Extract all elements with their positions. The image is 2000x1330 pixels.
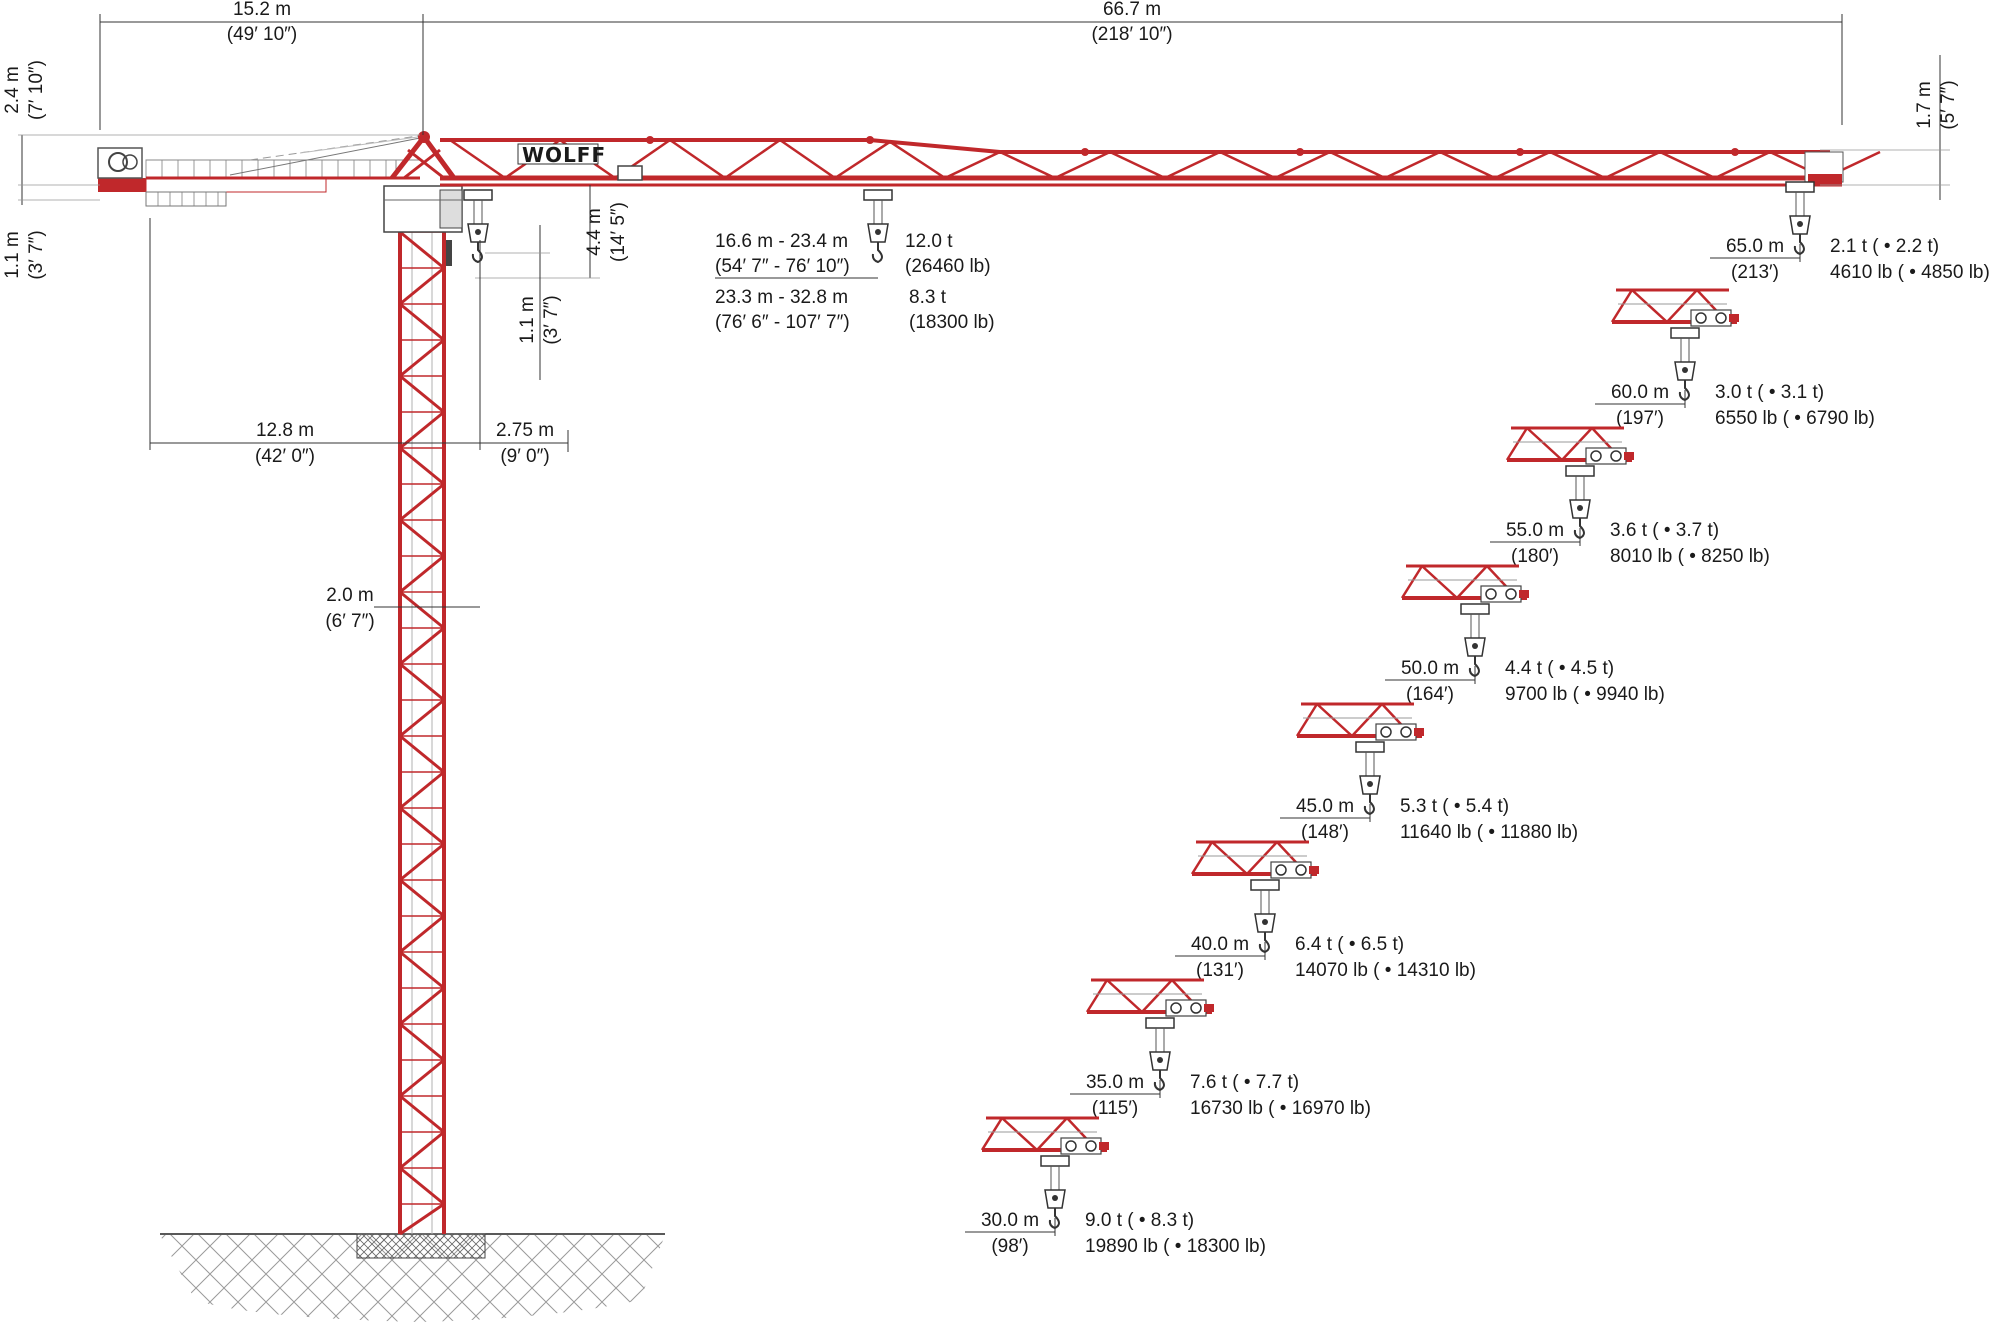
head-height-m: 2.4 m xyxy=(2,66,23,114)
counter-jib xyxy=(97,134,426,207)
config-load-t: 6.4 t ( • 6.5 t) xyxy=(1295,934,1404,955)
hook-block xyxy=(1565,465,1595,540)
config-radius-ft: (180′) xyxy=(1511,546,1559,567)
config-load-lb: 8010 lb ( • 8250 lb) xyxy=(1610,546,1770,567)
config-radius-m: 40.0 m xyxy=(1191,934,1249,955)
config-radius-ft: (197′) xyxy=(1616,408,1664,429)
config-load-lb: 11640 lb ( • 11880 lb) xyxy=(1400,822,1578,843)
hook-block xyxy=(1145,1017,1175,1092)
dimension-lines xyxy=(18,14,1950,608)
tail-radius-ft: (42′ 0″) xyxy=(255,446,315,467)
jib-configurations: 65.0 m (213′) 2.1 t ( • 2.2 t) 4610 lb ( • … xyxy=(965,236,1990,1257)
brand-plate xyxy=(517,143,599,165)
jib-config: 50.0 m (164′) 4.4 t ( • 4.5 t) 9700 lb ( • … xyxy=(1385,564,1665,705)
config-load-t: 5.3 t ( • 5.4 t) xyxy=(1400,796,1509,817)
hoist-winch xyxy=(108,152,128,172)
jib-config: 60.0 m (197′) 3.0 t ( • 3.1 t) 6550 lb ( • … xyxy=(1595,288,1875,429)
hook-clearance-ft: (14′ 5″) xyxy=(608,202,629,262)
cab-offset-ft: (9′ 0″) xyxy=(500,446,549,467)
hook-block xyxy=(463,189,493,264)
cab-drop-ft: (3′ 7″) xyxy=(541,295,562,344)
brand-logo-text: WOLFF xyxy=(522,143,606,167)
config-load-lb: 9700 lb ( • 9940 lb) xyxy=(1505,684,1665,705)
max-load-lb-2: (18300 lb) xyxy=(909,312,995,333)
hook-block xyxy=(1785,181,1815,256)
tail-radius-m: 12.8 m xyxy=(256,420,314,441)
max-load-range-ft-2: (76′ 6″ - 107′ 7″) xyxy=(715,312,850,333)
config-radius-m: 45.0 m xyxy=(1296,796,1354,817)
max-load-range-ft-1: (54′ 7″ - 76′ 10″) xyxy=(715,256,850,277)
max-load-t-2: 8.3 t xyxy=(909,287,947,308)
max-load-lb-1: (26460 lb) xyxy=(905,256,991,277)
config-load-lb: 19890 lb ( • 18300 lb) xyxy=(1085,1236,1266,1257)
config-load-t: 3.6 t ( • 3.7 t) xyxy=(1610,520,1719,541)
config-radius-m: 65.0 m xyxy=(1726,236,1784,257)
hook-block xyxy=(1355,741,1385,816)
dimension-labels: 15.2 m (49′ 10″) 66.7 m (218′ 10″) 2.4 m… xyxy=(2,0,1959,632)
config-load-t: 4.4 t ( • 4.5 t) xyxy=(1505,658,1614,679)
operator-cab xyxy=(383,185,463,266)
hook-block xyxy=(1040,1155,1070,1230)
config-radius-m: 35.0 m xyxy=(1086,1072,1144,1093)
counter-jib-length-ft: (49′ 10″) xyxy=(227,24,298,45)
max-load-t-1: 12.0 t xyxy=(905,231,953,252)
hook-block xyxy=(863,189,893,264)
config-load-t: 7.6 t ( • 7.7 t) xyxy=(1190,1072,1299,1093)
jib-depth-ft: (3′ 7″) xyxy=(26,230,47,279)
config-radius-ft: (115′) xyxy=(1092,1098,1139,1119)
hook-clearance-m: 4.4 m xyxy=(584,208,605,256)
config-load-lb: 4610 lb ( • 4850 lb) xyxy=(1830,262,1990,283)
config-radius-m: 60.0 m xyxy=(1611,382,1669,403)
main-jib-hooks xyxy=(463,181,1815,264)
config-load-t: 2.1 t ( • 2.2 t) xyxy=(1830,236,1939,257)
tip-height-m: 1.7 m xyxy=(1914,81,1935,129)
config-radius-m: 50.0 m xyxy=(1401,658,1459,679)
tip-height-ft: (5′ 7″) xyxy=(1938,80,1959,129)
jib-config: 45.0 m (148′) 5.3 t ( • 5.4 t) 11640 lb ( •… xyxy=(1280,702,1578,843)
foundation-block xyxy=(356,1233,486,1259)
head-height-ft: (7′ 10″) xyxy=(26,60,47,120)
jib-config: 30.0 m (98′) 9.0 t ( • 8.3 t) 19890 lb ( • … xyxy=(965,1116,1266,1257)
hook-block xyxy=(1250,879,1280,954)
cab-offset-m: 2.75 m xyxy=(496,420,554,441)
main-jib: WOLFF xyxy=(440,136,1881,187)
tower-mast xyxy=(398,228,446,1236)
config-radius-ft: (131′) xyxy=(1196,960,1244,981)
cab-drop-m: 1.1 m xyxy=(517,296,538,344)
ground xyxy=(160,1233,665,1322)
mast-width-ft: (6′ 7″) xyxy=(325,611,374,632)
crane-head xyxy=(390,131,457,180)
max-load-labels: 16.6 m - 23.4 m (54′ 7″ - 76′ 10″) 12.0 … xyxy=(715,231,995,333)
config-radius-ft: (98′) xyxy=(991,1236,1028,1257)
hook-block xyxy=(1460,603,1490,678)
jib-config: 40.0 m (131′) 6.4 t ( • 6.5 t) 14070 lb ( •… xyxy=(1175,840,1476,981)
config-load-lb: 16730 lb ( • 16970 lb) xyxy=(1190,1098,1371,1119)
jib-config: 35.0 m (115′) 7.6 t ( • 7.7 t) 16730 lb ( •… xyxy=(1070,978,1371,1119)
config-load-t: 3.0 t ( • 3.1 t) xyxy=(1715,382,1824,403)
counter-jib-length-m: 15.2 m xyxy=(233,0,291,20)
jib-length-m: 66.7 m xyxy=(1103,0,1161,20)
config-radius-ft: (164′) xyxy=(1406,684,1454,705)
mast-width-m: 2.0 m xyxy=(326,585,374,606)
jib-depth-m: 1.1 m xyxy=(2,231,23,279)
config-load-lb: 6550 lb ( • 6790 lb) xyxy=(1715,408,1875,429)
jib-config: 65.0 m (213′) 2.1 t ( • 2.2 t) 4610 lb ( • … xyxy=(1710,236,1990,283)
config-radius-m: 55.0 m xyxy=(1506,520,1564,541)
config-radius-m: 30.0 m xyxy=(981,1210,1039,1231)
config-load-t: 9.0 t ( • 8.3 t) xyxy=(1085,1210,1194,1231)
jib-config: 55.0 m (180′) 3.6 t ( • 3.7 t) 8010 lb ( • … xyxy=(1490,426,1770,567)
hook-block xyxy=(1670,327,1700,402)
config-load-lb: 14070 lb ( • 14310 lb) xyxy=(1295,960,1476,981)
max-load-range-m-1: 16.6 m - 23.4 m xyxy=(715,231,848,252)
jib-length-ft: (218′ 10″) xyxy=(1091,24,1172,45)
max-load-range-m-2: 23.3 m - 32.8 m xyxy=(715,287,848,308)
config-radius-ft: (213′) xyxy=(1731,262,1779,283)
config-radius-ft: (148′) xyxy=(1301,822,1349,843)
